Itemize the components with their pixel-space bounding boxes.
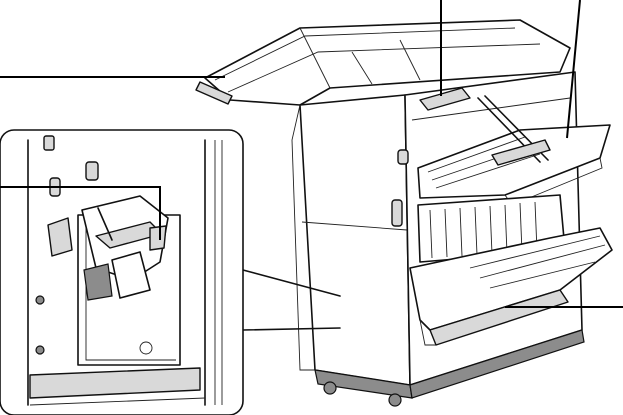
callout-stapler-unit — [0, 186, 161, 240]
stapler-inset — [0, 129, 341, 415]
lower-output-tray — [409, 227, 613, 346]
side-handle — [391, 199, 403, 227]
top-center-lever — [419, 87, 471, 111]
top-cover — [195, 19, 571, 106]
stapler-cartridge — [81, 195, 169, 301]
callout-lines — [0, 0, 623, 308]
callout-upper-output-tray — [566, 0, 581, 139]
